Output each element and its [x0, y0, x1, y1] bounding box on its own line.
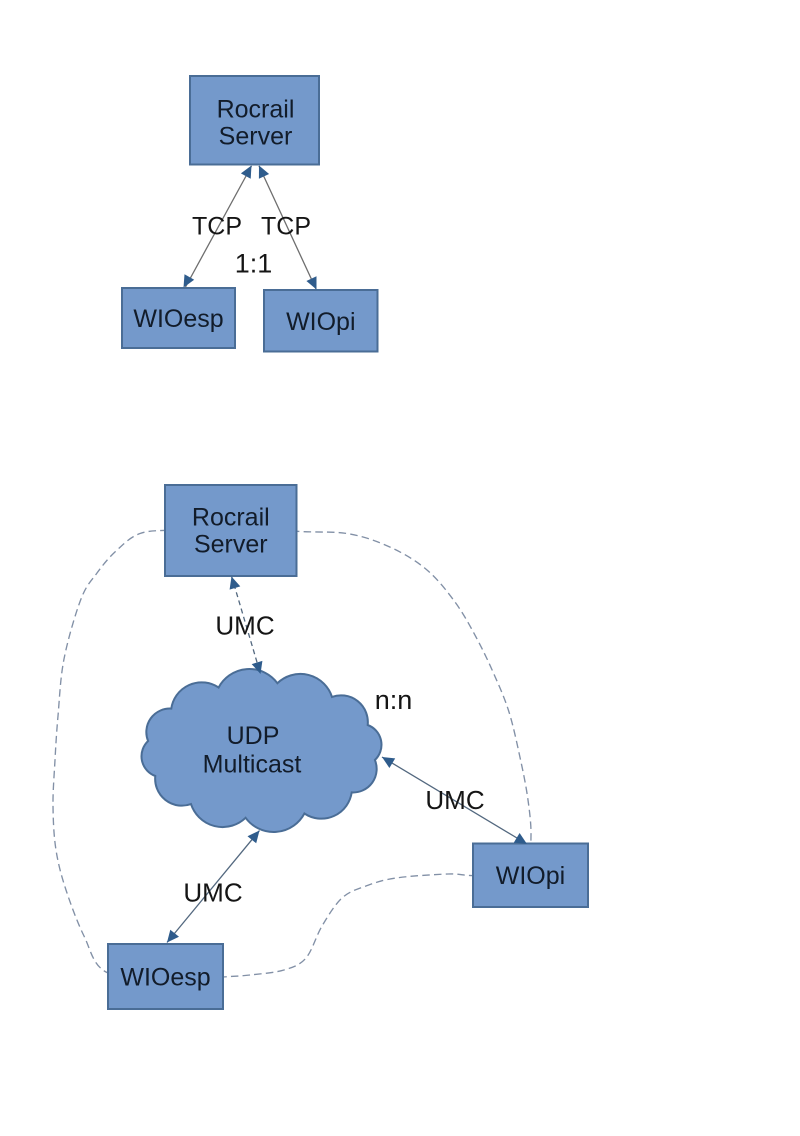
- svg-text:WIOesp: WIOesp: [133, 305, 223, 333]
- svg-text:Server: Server: [219, 123, 293, 151]
- svg-text:WIOpi: WIOpi: [286, 308, 355, 336]
- svg-text:UMC: UMC: [183, 878, 242, 908]
- svg-text:UDP: UDP: [227, 722, 280, 750]
- svg-text:TCP: TCP: [261, 213, 311, 241]
- svg-text:Server: Server: [194, 531, 268, 559]
- svg-text:n:n: n:n: [375, 685, 413, 715]
- svg-text:WIOpi: WIOpi: [496, 862, 565, 890]
- svg-text:Rocrail: Rocrail: [217, 96, 295, 124]
- svg-text:UMC: UMC: [425, 785, 484, 815]
- svg-text:Rocrail: Rocrail: [192, 504, 270, 532]
- svg-text:1:1: 1:1: [235, 249, 273, 279]
- svg-text:TCP: TCP: [192, 213, 242, 241]
- svg-text:Multicast: Multicast: [203, 751, 302, 779]
- svg-text:UMC: UMC: [215, 611, 274, 641]
- svg-text:WIOesp: WIOesp: [120, 964, 210, 992]
